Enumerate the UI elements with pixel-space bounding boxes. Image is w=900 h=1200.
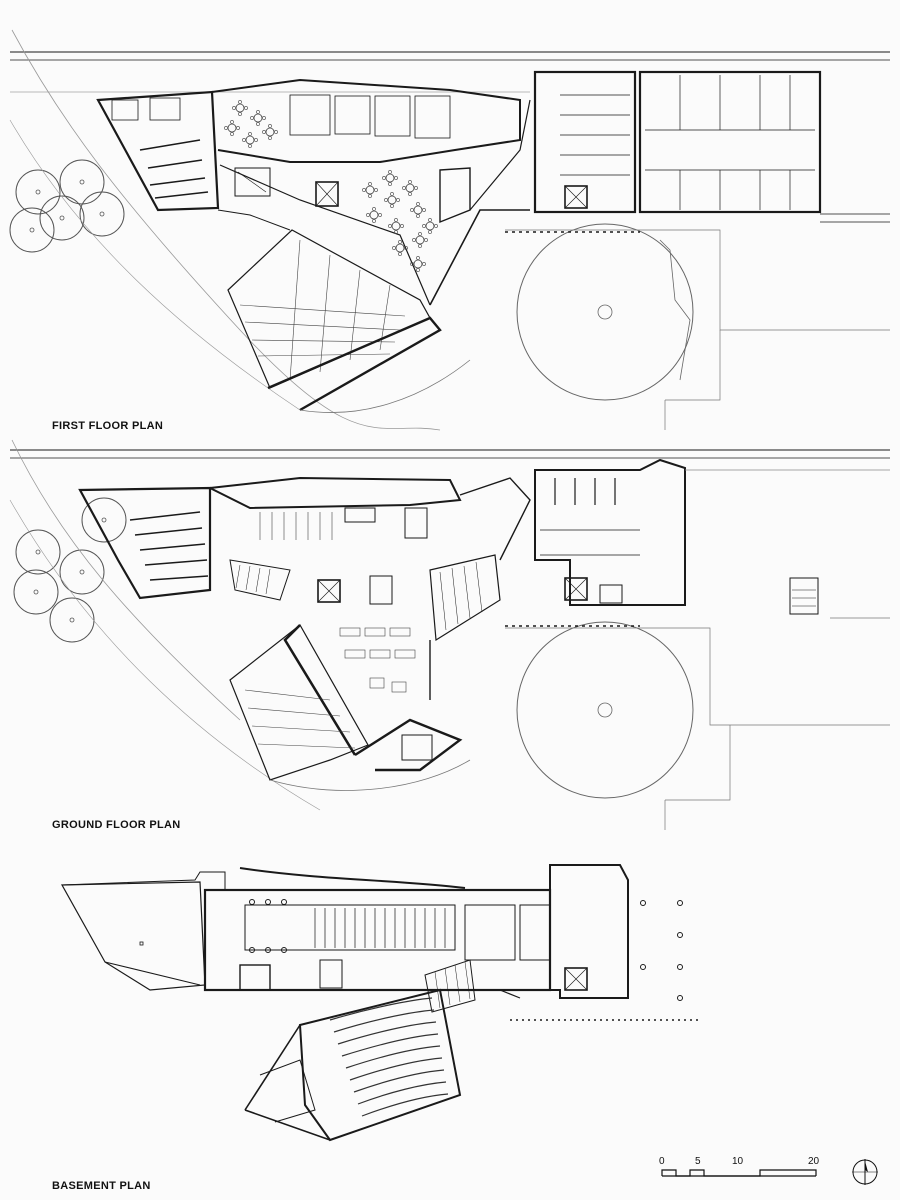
basement-label: BASEMENT PLAN [52,1180,151,1192]
north-arrow-icon [852,1159,878,1185]
scale-tick-20: 20 [808,1156,820,1167]
auditorium-seating [329,997,449,1117]
basement-plan [60,864,700,1142]
tree-icon [13,497,127,643]
scale-bar [661,1169,817,1177]
ground-floor-label: GROUND FLOOR PLAN [52,819,181,831]
first-floor-label: FIRST FLOOR PLAN [52,420,164,432]
basement-columns [249,899,683,1001]
scale-tick-10: 10 [732,1156,744,1167]
first-floor-plan [9,29,890,431]
cafe-tables [223,99,439,273]
scale-tick-5: 5 [695,1156,701,1167]
ground-floor-plan [9,439,890,830]
tree-icon [9,159,125,253]
scale-tick-0: 0 [659,1156,665,1167]
